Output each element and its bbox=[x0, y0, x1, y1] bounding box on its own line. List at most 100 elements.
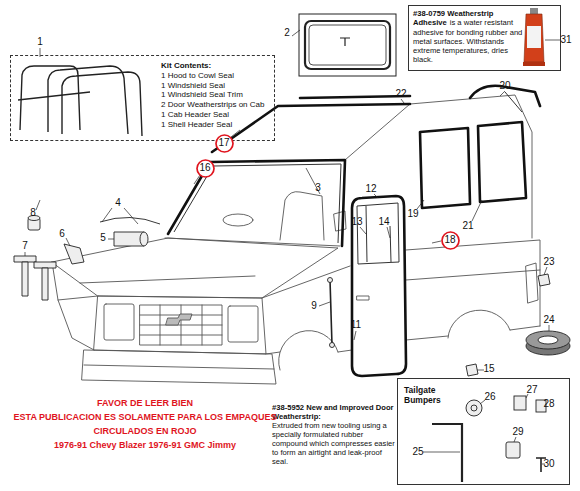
callout-number: 29 bbox=[512, 426, 523, 438]
callout-number: 28 bbox=[543, 398, 554, 410]
small-part bbox=[14, 216, 570, 377]
weatherstrip-seal bbox=[168, 86, 540, 376]
callout-number: 13 bbox=[351, 216, 362, 228]
small-part bbox=[538, 336, 558, 344]
adhesive-tube bbox=[524, 14, 544, 62]
callout-number: 11 bbox=[351, 319, 361, 331]
leader-line bbox=[544, 267, 547, 275]
leader-line bbox=[432, 241, 441, 243]
callout-number: 7 bbox=[22, 240, 28, 252]
small-part bbox=[140, 232, 148, 246]
tailgate-bumper-part bbox=[466, 400, 482, 416]
truck-body bbox=[338, 350, 352, 352]
weatherstrip-seal bbox=[478, 122, 526, 202]
circled-callout: 16 bbox=[196, 159, 215, 178]
note-text: Extruded from new tooling using a specia… bbox=[272, 422, 398, 467]
leader-line bbox=[25, 252, 26, 256]
kit-seal-drawing bbox=[18, 92, 90, 100]
tailgate-bumper-part bbox=[471, 405, 477, 411]
truck-body bbox=[410, 95, 532, 238]
leader-line bbox=[387, 227, 390, 238]
leader-line bbox=[401, 99, 404, 103]
weatherstrip-seal bbox=[300, 96, 410, 98]
node-heading: 18 bbox=[444, 234, 455, 246]
callout-circle bbox=[197, 160, 214, 177]
truck-body bbox=[52, 262, 94, 350]
warning-text: FAVOR DE LEER BIEN bbox=[0, 398, 290, 409]
kit-contents-box: Kit Contents:1 Hood to Cowl Seal1 Windsh… bbox=[10, 55, 275, 141]
weatherstrip-seal bbox=[420, 128, 470, 208]
truck-body bbox=[166, 314, 192, 325]
leader-line bbox=[360, 227, 366, 234]
node-heading: 17 bbox=[218, 137, 229, 149]
truck-body bbox=[228, 306, 258, 342]
node-heading: 16 bbox=[199, 162, 210, 174]
seal-trim bbox=[505, 92, 522, 112]
callout-number: 23 bbox=[543, 256, 554, 268]
window-seal-drawing bbox=[299, 14, 396, 76]
node-text: 1 Windshield Seal Trim bbox=[161, 90, 270, 100]
truck-body bbox=[279, 331, 338, 370]
adhesive-tube bbox=[523, 62, 545, 66]
callout-number: 5 bbox=[100, 232, 106, 244]
leader-line bbox=[477, 370, 484, 371]
callout-number: 8 bbox=[30, 207, 36, 219]
truck-body bbox=[165, 238, 340, 246]
leader-line bbox=[514, 437, 516, 442]
kit-seal-drawing bbox=[18, 66, 142, 136]
callout-number: 26 bbox=[484, 391, 495, 403]
truck-body bbox=[406, 240, 540, 326]
seal-trim bbox=[357, 203, 399, 264]
truck-body bbox=[52, 238, 338, 298]
callout-number: 15 bbox=[483, 363, 494, 375]
adhesive-tube bbox=[527, 26, 541, 48]
leader-line bbox=[231, 130, 240, 137]
leader-line bbox=[472, 200, 482, 221]
small-part bbox=[330, 280, 332, 345]
circled-callout: 18 bbox=[441, 231, 460, 250]
seal-trim bbox=[390, 226, 391, 262]
tailgate-bumper-part bbox=[432, 396, 546, 482]
small-part bbox=[466, 364, 478, 376]
callout-number: 2 bbox=[284, 27, 290, 39]
leader-line bbox=[549, 325, 550, 331]
truck-body bbox=[280, 192, 324, 240]
callout-circle bbox=[442, 232, 459, 249]
callout-number: 12 bbox=[365, 183, 376, 195]
tailgate-bumper-part bbox=[506, 442, 520, 458]
weatherstrip-seal bbox=[168, 160, 345, 246]
leader-line bbox=[108, 239, 114, 240]
callout-number: 9 bbox=[311, 300, 317, 312]
callout-number: 14 bbox=[378, 216, 389, 228]
small-part bbox=[330, 343, 335, 348]
leader-line bbox=[480, 400, 485, 404]
truck-body bbox=[406, 336, 448, 340]
truck-body bbox=[223, 214, 253, 226]
window-seal-drawing bbox=[309, 25, 386, 65]
leader-line bbox=[423, 452, 460, 453]
node-text: 1 Cab Header Seal bbox=[161, 110, 270, 120]
seal-trim bbox=[174, 164, 341, 243]
callout-number: 19 bbox=[407, 208, 418, 220]
truck-body bbox=[58, 296, 98, 300]
window-seal-drawing bbox=[305, 21, 390, 69]
truck-body bbox=[406, 270, 540, 280]
callout-number: 20 bbox=[499, 80, 510, 92]
circled-callout: 17 bbox=[215, 134, 234, 153]
truck-body bbox=[357, 296, 369, 300]
window-seal-drawing bbox=[299, 14, 396, 76]
truck-body bbox=[448, 310, 510, 338]
truck-body bbox=[510, 326, 540, 330]
note-heading: #38-5952 New and Improved Door Weatherst… bbox=[272, 404, 398, 422]
node-text: 1 Windshield Seal bbox=[161, 81, 270, 91]
adhesive-tube bbox=[530, 8, 538, 14]
leader-line bbox=[102, 208, 138, 224]
warning-text: ESTA PUBLICACION ES SOLAMENTE PARA LOS E… bbox=[0, 412, 290, 423]
truck-body bbox=[104, 304, 134, 340]
small-part bbox=[42, 268, 48, 300]
leader-line bbox=[194, 175, 200, 184]
truck-body bbox=[80, 276, 255, 283]
small-part bbox=[526, 331, 570, 349]
